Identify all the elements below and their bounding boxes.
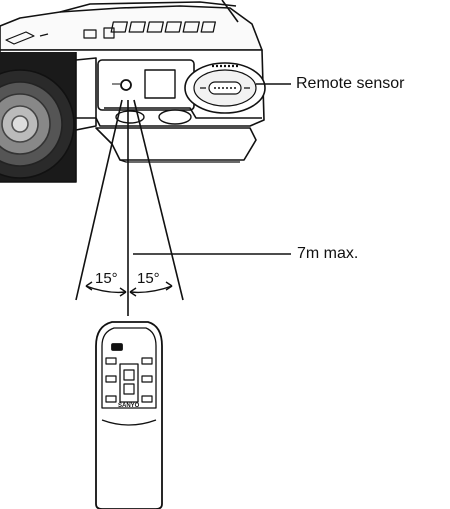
top-buttons bbox=[110, 21, 216, 33]
lower-buttons bbox=[115, 109, 192, 125]
stereo-unit bbox=[0, 0, 266, 183]
display-window bbox=[144, 69, 176, 99]
angle-arcs bbox=[85, 281, 173, 297]
remote-brand: SANYO bbox=[118, 403, 140, 409]
angle-right-label: 15° bbox=[137, 270, 160, 287]
remote-control bbox=[95, 321, 163, 509]
range-cone-lines bbox=[75, 99, 184, 316]
remote-sensor-icon bbox=[120, 79, 132, 91]
speaker-cone bbox=[0, 69, 75, 179]
angle-left-label: 15° bbox=[95, 270, 118, 287]
control-dial bbox=[184, 62, 266, 114]
remote-sensor-label: Remote sensor bbox=[296, 75, 405, 92]
callout-leaders bbox=[133, 83, 291, 255]
max-range-label: 7m max. bbox=[297, 245, 359, 262]
